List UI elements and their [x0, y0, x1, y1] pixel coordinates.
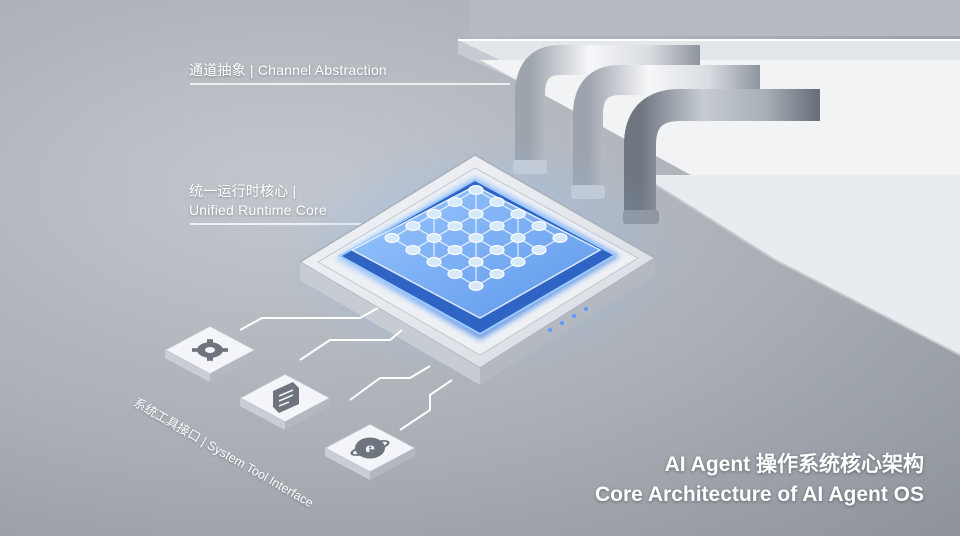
- runtime-core-label: 统一运行时核心 | Unified Runtime Core: [189, 182, 327, 220]
- tool-gear[interactable]: [163, 325, 257, 382]
- network-node: [468, 280, 484, 292]
- network-node: [447, 268, 463, 280]
- node-network: [384, 184, 568, 292]
- channel-platform: [458, 0, 960, 356]
- network-node: [510, 256, 526, 268]
- channel-abstraction-label: 通道抽象 | Channel Abstraction: [189, 62, 387, 78]
- network-node: [510, 232, 526, 244]
- network-node: [468, 256, 484, 268]
- network-node: [447, 220, 463, 232]
- network-node: [405, 244, 421, 256]
- network-node: [489, 268, 505, 280]
- tool-connections: [239, 307, 453, 431]
- network-node: [405, 220, 421, 232]
- network-node: [447, 244, 463, 256]
- network-node: [552, 232, 568, 244]
- svg-text:e: e: [365, 440, 375, 457]
- tool-document[interactable]: [238, 373, 332, 430]
- network-node: [426, 232, 442, 244]
- network-node: [468, 184, 484, 196]
- runtime-core-label-en: Unified Runtime Core: [189, 202, 327, 218]
- network-node: [384, 232, 400, 244]
- network-node: [426, 208, 442, 220]
- gear-icon: [192, 339, 228, 361]
- network-node: [468, 208, 484, 220]
- runtime-core-label-cn: 统一运行时核心 |: [189, 183, 297, 199]
- network-node: [468, 232, 484, 244]
- title-chinese: AI Agent 操作系统核心架构: [664, 453, 924, 476]
- browser-e-icon: e: [350, 437, 390, 459]
- network-node: [426, 256, 442, 268]
- status-lights: [548, 307, 588, 332]
- network-node: [510, 208, 526, 220]
- network-node: [489, 244, 505, 256]
- network-node: [489, 220, 505, 232]
- title-english: Core Architecture of AI Agent OS: [594, 483, 924, 506]
- network-node: [447, 196, 463, 208]
- document-icon: [273, 382, 299, 413]
- network-node: [531, 220, 547, 232]
- title-block: AI Agent 操作系统核心架构 Core Architecture of A…: [595, 450, 924, 510]
- network-node: [531, 244, 547, 256]
- network-node: [489, 196, 505, 208]
- tool-browser[interactable]: e: [323, 423, 417, 480]
